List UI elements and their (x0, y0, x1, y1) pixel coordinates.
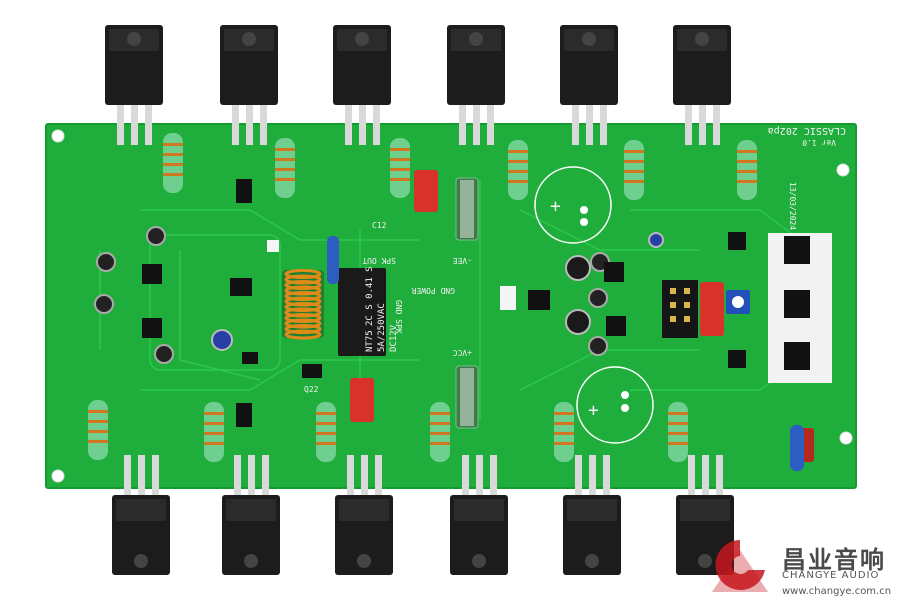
relay-code: 2C S 0.41 S (365, 266, 375, 326)
power-transistor (447, 25, 505, 145)
small-electrolytic-capacitors (94, 226, 610, 364)
emitter-resistors (88, 133, 757, 462)
green-resistor (163, 133, 183, 193)
watermark-company-en: CHANGYE AUDIO (782, 570, 880, 581)
svg-text:+: + (550, 196, 561, 217)
label-q22: Q22 (304, 385, 319, 394)
changye-logo-icon (712, 540, 768, 592)
watermark-url: www.changye.com.cn (782, 586, 892, 597)
small-filter-capacitors (211, 232, 664, 351)
bottom-power-transistors (112, 455, 734, 575)
relay-model: NT75 (365, 330, 375, 352)
mounting-holes (51, 129, 853, 483)
top-power-transistors (105, 25, 731, 145)
power-transistor (673, 25, 731, 145)
label-spk-out: SPK OUT (362, 256, 396, 265)
relay: NT75 2C S 0.41 S 5A/250VAC DC12V (338, 266, 399, 356)
power-transistor (105, 25, 163, 145)
pcb-traces (99, 180, 801, 420)
power-transistor (450, 455, 508, 575)
board-title: CLASSIC 202pa (768, 125, 846, 136)
trimmer-potentiometer (726, 290, 750, 314)
power-transistor (112, 455, 170, 575)
green-resistor (204, 402, 224, 462)
green-resistor (430, 402, 450, 462)
fuses (455, 177, 479, 429)
blue-components (267, 236, 804, 471)
power-transistor (335, 455, 393, 575)
label-vee: -VEE (453, 256, 472, 265)
filter-capacitor-outlines: + + (534, 166, 654, 444)
label-c12: C12 (372, 221, 387, 230)
label-gnd-spk: GND SPK (394, 300, 403, 334)
board-version: Ver 1.0 (802, 138, 836, 147)
green-resistor (737, 140, 757, 200)
green-resistor (624, 140, 644, 200)
power-transistor (563, 455, 621, 575)
diodes (236, 179, 252, 427)
label-gnd-power: GND POWER (411, 286, 455, 295)
silkscreen-labels: Ver 1.0 CLASSIC 202pa 13/03/2024 SPK OUT… (304, 125, 846, 394)
relay-coil: DC12V (389, 324, 399, 352)
integrated-circuits (142, 232, 746, 378)
svg-text:+: + (588, 400, 599, 421)
bias-transistors (768, 233, 832, 383)
power-transistor (560, 25, 618, 145)
watermark-company-cn: 昌业音响 (782, 546, 886, 574)
output-inductor-coil (282, 269, 324, 340)
label-vcc: +VCC (453, 348, 472, 357)
green-resistor (508, 140, 528, 200)
pin-header-connector (662, 280, 698, 338)
changye-audio-watermark: 昌业音响 CHANGYE AUDIO www.changye.com.cn (700, 530, 900, 600)
green-resistor (554, 402, 574, 462)
green-resistor (668, 402, 688, 462)
green-resistor (275, 138, 295, 198)
power-transistor (333, 25, 391, 145)
green-resistor (88, 400, 108, 460)
power-transistor (222, 455, 280, 575)
green-resistor (390, 138, 410, 198)
green-resistor (316, 402, 336, 462)
board-date: 13/03/2024 (788, 182, 797, 230)
power-transistor (220, 25, 278, 145)
relay-rating: 5A/250VAC (377, 303, 387, 352)
